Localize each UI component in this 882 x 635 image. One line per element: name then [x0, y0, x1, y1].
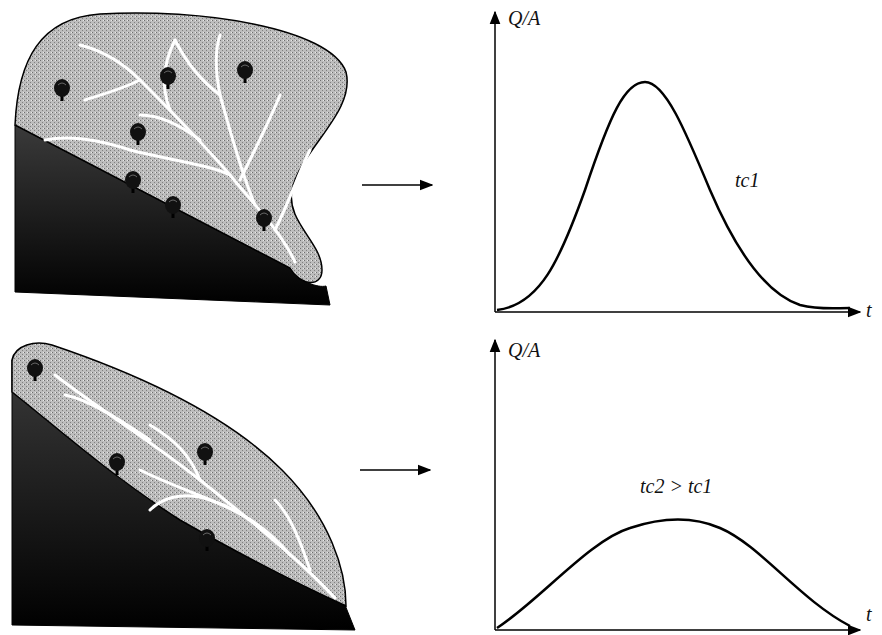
hydrograph-bottom — [495, 340, 860, 630]
arrow — [360, 469, 430, 471]
time-label: tc1 — [735, 170, 759, 190]
hydrograph-top — [495, 12, 860, 312]
axis-label: t — [866, 604, 872, 624]
watershed-elongated — [12, 343, 355, 630]
axis-label: Q/A — [508, 340, 540, 360]
time-label: tc2 > tc1 — [640, 476, 712, 496]
axis-label: t — [866, 300, 872, 320]
watershed-compact — [15, 13, 347, 305]
axis-label: Q/A — [508, 8, 540, 28]
arrow — [362, 184, 432, 186]
